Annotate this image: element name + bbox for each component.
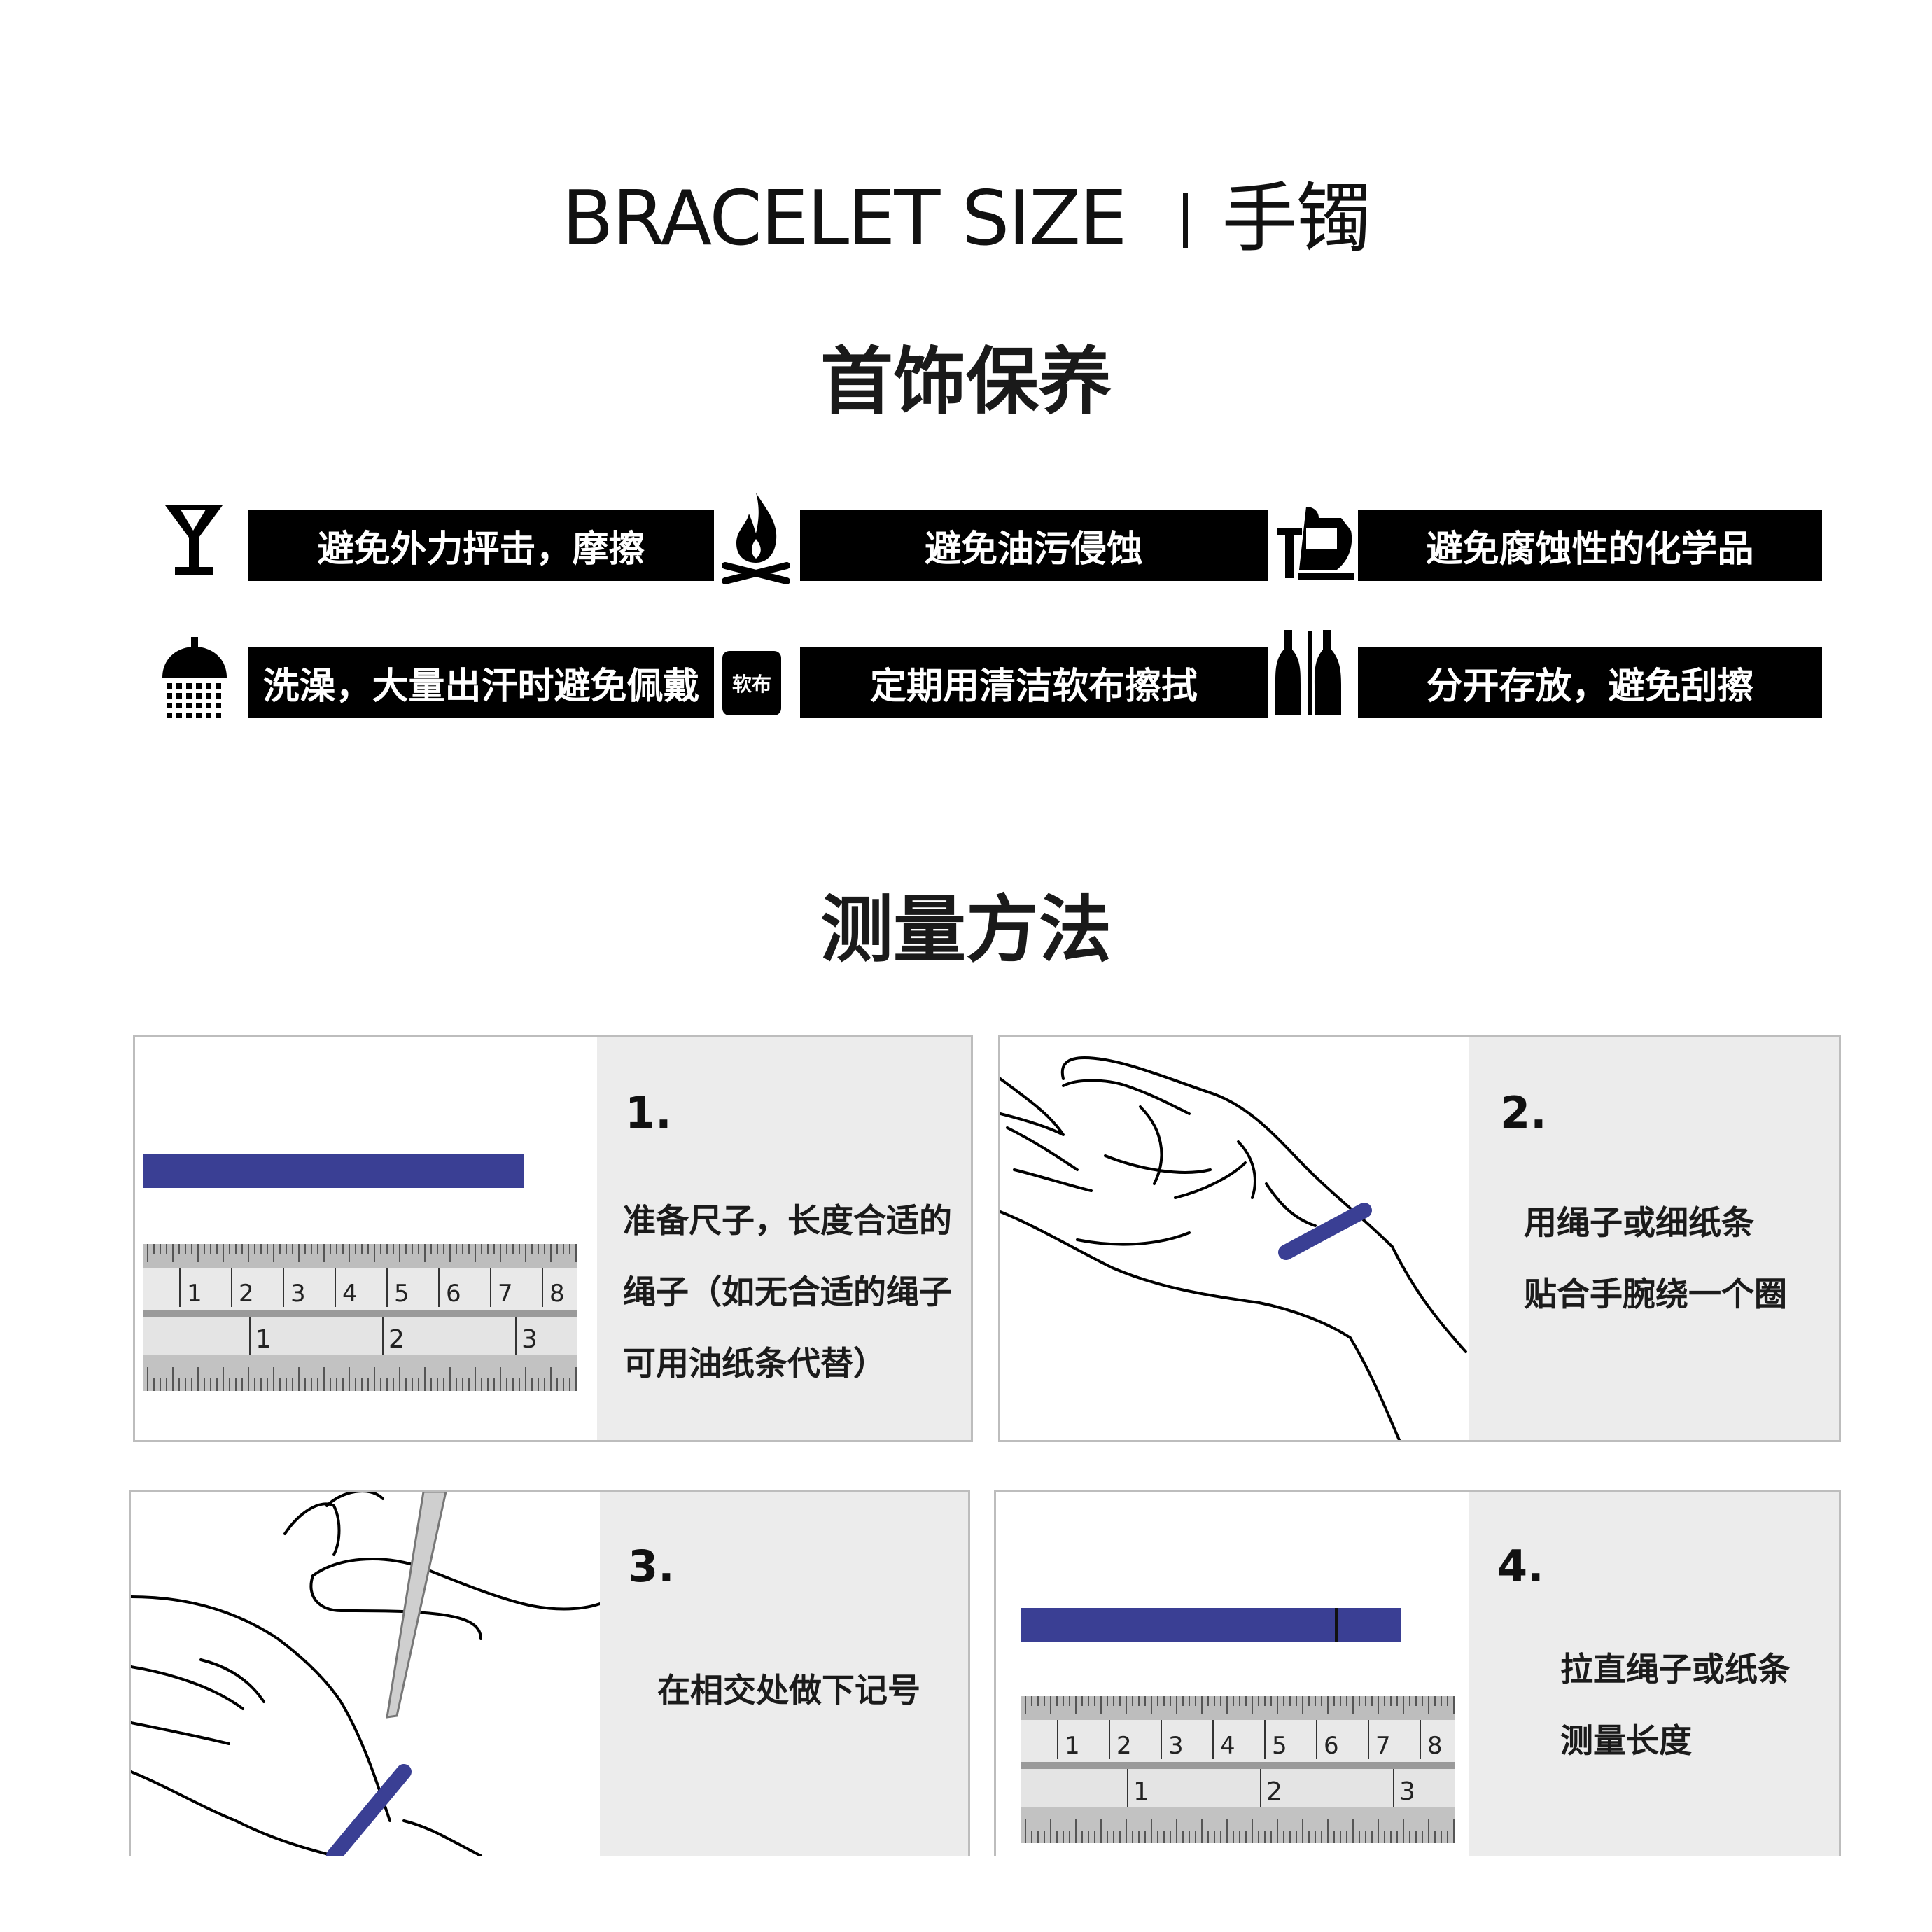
step-line: 可用油纸条代替） (623, 1345, 886, 1383)
cocktail-glass-icon (165, 505, 223, 575)
title-divider (1183, 192, 1189, 248)
care-bar-storage: 分开存放，避免刮擦 (1358, 647, 1822, 718)
ruler-mark: 1 (1065, 1732, 1080, 1760)
care-bar-cloth: 定期用清洁软布擦拭 (800, 647, 1268, 718)
measure-heading: 测量方法 (820, 887, 1112, 972)
step-number: 4. (1497, 1541, 1544, 1592)
ruler-mark: 1 (255, 1325, 272, 1354)
care-bar-shower: 洗澡，大量出汗时避免佩戴 (248, 647, 714, 718)
care-bar-chemical: 避免腐蚀性的化学品 (1358, 510, 1822, 581)
ruler-mark: 3 (1168, 1732, 1184, 1760)
care-label: 定期用清洁软布擦拭 (869, 665, 1198, 708)
ruler-mark: 3 (290, 1280, 306, 1308)
step-card-2: 2. 用绳子或细纸条 贴合手腕绕一个圈 (998, 1035, 1841, 1442)
step-line: 拉直绳子或纸条 (1560, 1651, 1791, 1689)
care-label: 洗澡，大量出汗时避免佩戴 (262, 665, 700, 708)
step-description: 准备尺子，长度合适的 绳子（如无合适的绳子 可用油纸条代替） (623, 1186, 952, 1400)
wrist-hand-icon (1000, 1056, 1467, 1440)
step-card-3: 3. 在相交处做下记号 (129, 1490, 970, 1856)
step-line: 准备尺子，长度合适的 (623, 1202, 952, 1240)
ruler-mark: 5 (1272, 1732, 1287, 1760)
ruler-mark: 4 (1220, 1732, 1236, 1760)
string-band (144, 1154, 524, 1188)
care-label: 分开存放，避免刮擦 (1426, 665, 1754, 708)
ruler-mark: 6 (446, 1280, 461, 1308)
ruler-mark: 7 (1376, 1732, 1391, 1760)
step-line: 用绳子或细纸条 (1524, 1204, 1754, 1242)
ruler-mark: 6 (1324, 1732, 1339, 1760)
chemical-flask-icon (1277, 507, 1354, 580)
step-number: 1. (625, 1087, 672, 1138)
care-bar-oil: 避免油污侵蚀 (800, 510, 1268, 581)
step-line: 贴合手腕绕一个圈 (1524, 1275, 1787, 1314)
step-number: 2. (1500, 1087, 1547, 1138)
ruler-mark: 1 (1133, 1777, 1149, 1806)
ruler-mark: 4 (342, 1280, 358, 1308)
bottles-icon (1275, 630, 1341, 715)
soft-cloth-icon: 软布 (722, 651, 781, 715)
care-label: 避免外力抨击，摩擦 (317, 528, 645, 570)
ruler-mark: 8 (1427, 1732, 1443, 1760)
title-chinese: 手镯 (1222, 175, 1371, 262)
title-english: BRACELET SIZE (561, 175, 1128, 262)
ruler-mark: 5 (394, 1280, 410, 1308)
care-bar-impact: 避免外力抨击，摩擦 (248, 510, 714, 581)
ruler-mark: 2 (388, 1325, 405, 1354)
step-line: 绳子（如无合适的绳子 (623, 1273, 952, 1312)
ruler-mark: 3 (522, 1325, 538, 1354)
string-band (1278, 1203, 1372, 1260)
care-label: 避免腐蚀性的化学品 (1426, 528, 1754, 570)
step-3-illustration (131, 1492, 600, 1856)
string-band (326, 1764, 412, 1856)
ruler-mark: 2 (1266, 1777, 1282, 1806)
step-line: 在相交处做下记号 (657, 1672, 920, 1710)
step-line: 测量长度 (1560, 1722, 1692, 1760)
step-description: 在相交处做下记号 (657, 1656, 920, 1727)
step-description: 拉直绳子或纸条 测量长度 (1560, 1634, 1791, 1777)
shower-icon (162, 637, 227, 718)
string-band (1021, 1608, 1401, 1642)
step-number: 3. (628, 1541, 675, 1592)
ruler-mark: 2 (1116, 1732, 1132, 1760)
ruler-mark: 1 (187, 1280, 202, 1308)
ruler-ticks (147, 1244, 577, 1391)
step-2-illustration (1000, 1037, 1469, 1440)
ruler-mark: 3 (1399, 1777, 1415, 1806)
care-label: 避免油污侵蚀 (924, 528, 1143, 570)
ruler-mark: 7 (498, 1280, 513, 1308)
mark-line (1335, 1608, 1338, 1642)
marking-hand-icon (131, 1492, 600, 1856)
page-title: BRACELET SIZE 手镯 (0, 158, 1932, 267)
ruler-mark: 8 (550, 1280, 565, 1308)
soft-cloth-icon-label: 软布 (732, 673, 771, 696)
ruler-mark: 2 (239, 1280, 254, 1308)
step-description: 用绳子或细纸条 贴合手腕绕一个圈 (1524, 1188, 1787, 1331)
care-heading: 首饰保养 (820, 339, 1112, 424)
campfire-icon (722, 493, 790, 584)
ruler-ticks (1025, 1696, 1455, 1843)
